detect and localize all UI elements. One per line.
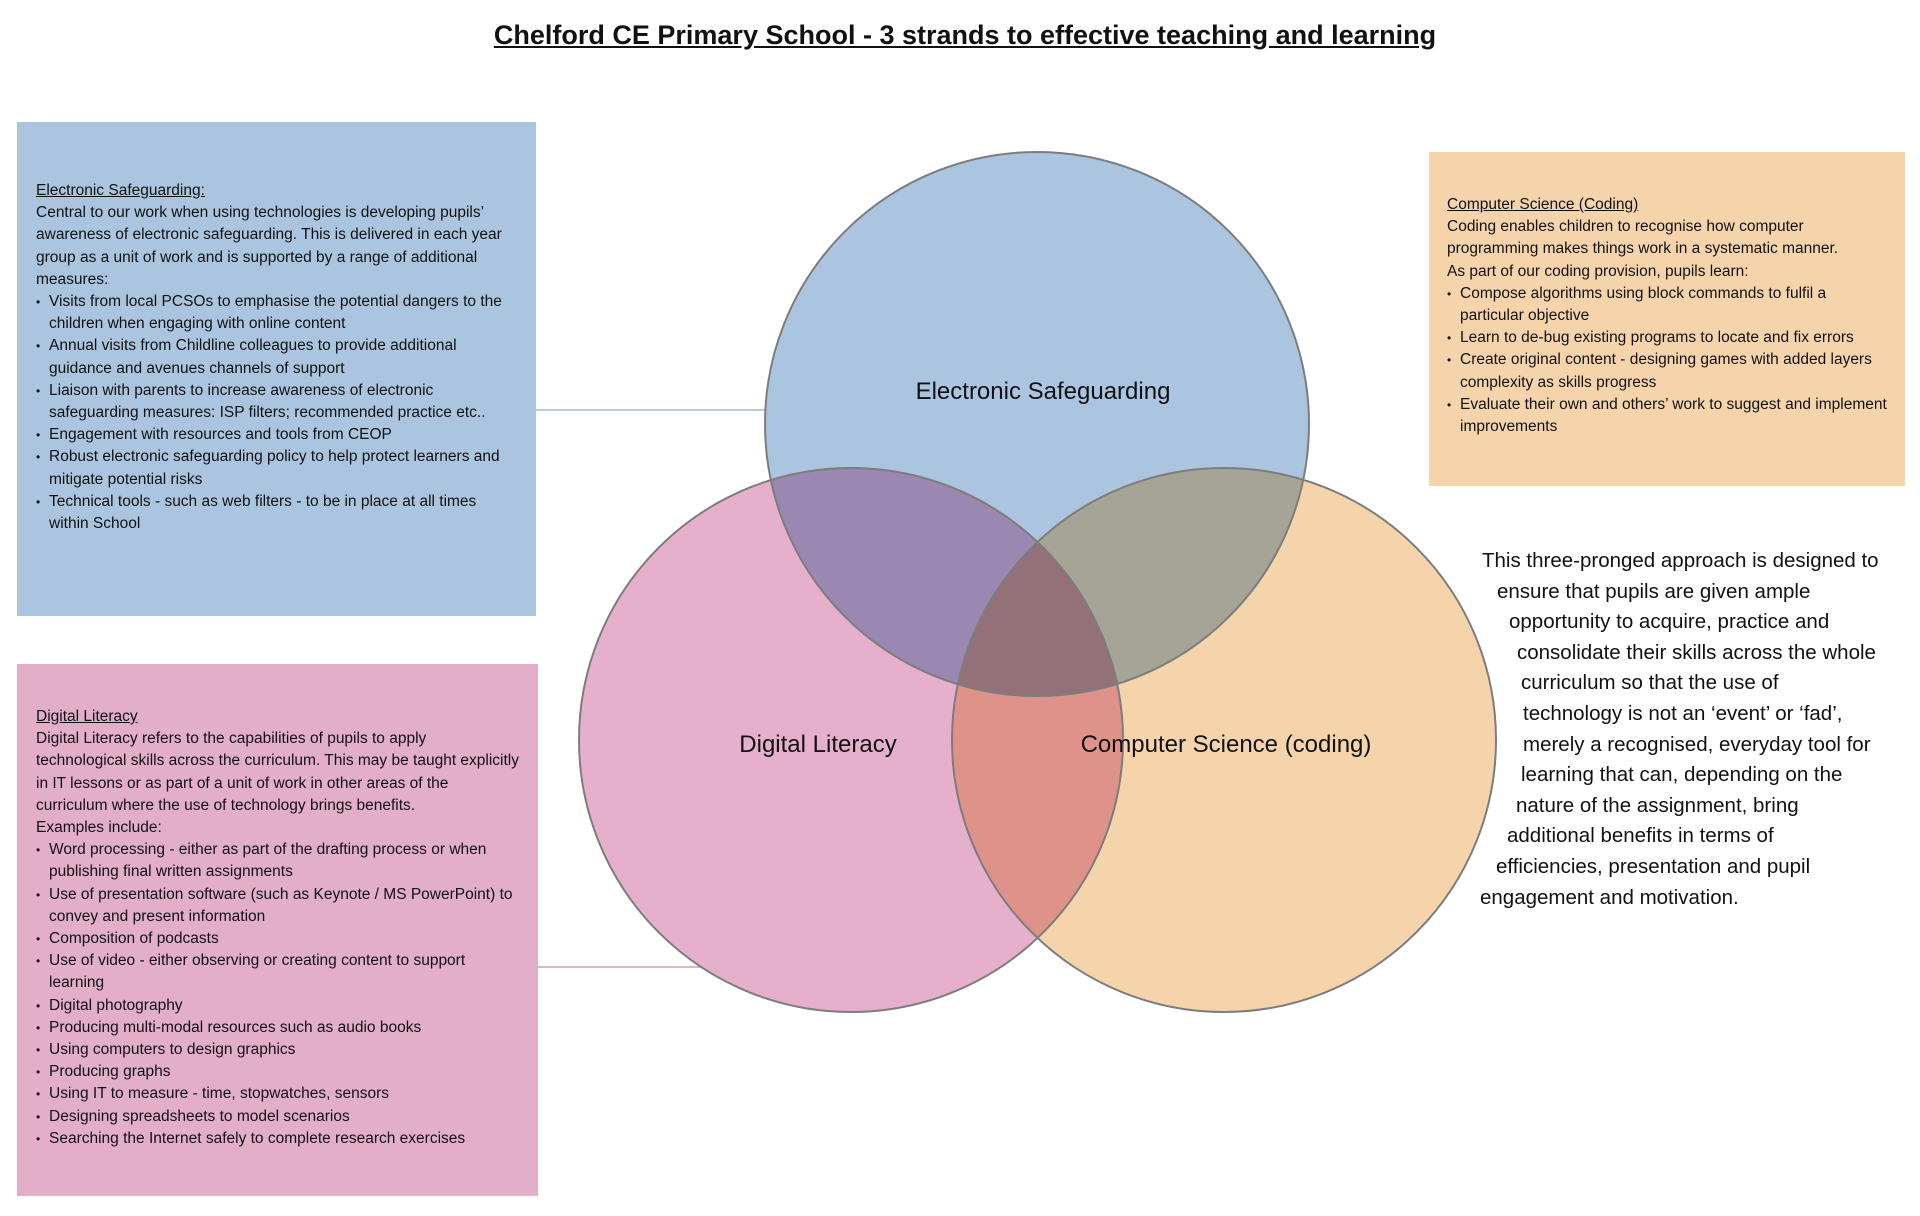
literacy-circle [579,468,1123,1012]
summary-line: nature of the assignment, bring [1516,793,1799,817]
coding-circle [952,468,1496,1012]
summary-line: curriculum so that the use of [1521,671,1779,695]
coding-intro-2: As part of our coding provision, pupils … [1447,262,1749,280]
summary-line: consolidate their skills across the whol… [1517,640,1876,664]
list-item: Robust electronic safeguarding policy to… [36,446,518,490]
coding-label: Computer Science (coding) [1080,731,1372,758]
summary-line: ensure that pupils are given ample [1497,579,1811,603]
list-item: Digital photography [36,995,520,1017]
summary-line: merely a recognised, everyday tool for [1523,732,1871,756]
list-item: Designing spreadsheets to model scenario… [36,1106,520,1128]
literacy-box: Digital Literacy Digital Literacy refers… [17,664,538,1196]
literacy-label: Digital Literacy [739,731,897,758]
safeguarding-box: Electronic Safeguarding: Central to our … [17,122,536,616]
list-item: Visits from local PCSOs to emphasise the… [36,291,518,335]
summary-line: This three-pronged approach is designed … [1482,549,1879,572]
summary-paragraph: This three-pronged approach is designed … [0,546,1879,913]
list-item: Compose algorithms using block commands … [1447,283,1891,327]
summary-line: learning that can, depending on the [1521,763,1843,787]
summary-line: additional benefits in terms of [1507,824,1774,848]
list-item: Annual visits from Childline colleagues … [36,335,518,379]
list-item: Learn to de-bug existing programs to loc… [1447,327,1891,349]
summary-line: technology is not an ‘event’ or ‘fad’, [1523,701,1843,725]
list-item: Producing graphs [36,1061,520,1083]
coding-list: Compose algorithms using block commands … [1447,283,1891,438]
safeguarding-list: Visits from local PCSOs to emphasise the… [36,291,518,535]
summary-line: efficiencies, presentation and pupil [1496,854,1811,878]
list-item: Engagement with resources and tools from… [36,424,518,446]
summary-line: opportunity to acquire, practice and [1509,610,1830,634]
safeguarding-intro: Central to our work when using technolog… [36,204,502,288]
safeguarding-heading: Electronic Safeguarding: [36,182,205,199]
list-item: Using IT to measure - time, stopwatches,… [36,1083,520,1105]
coding-intro: Coding enables children to recognise how… [1447,218,1839,258]
list-item: Word processing - either as part of the … [36,839,520,883]
examples-label: Examples include: [36,819,162,837]
list-item: Composition of podcasts [36,928,520,950]
list-item: Create original content - designing game… [1447,349,1891,393]
literacy-heading: Digital Literacy [36,708,138,725]
safeguarding-label: Electronic Safeguarding [915,378,1171,405]
list-item: Using computers to design graphics [36,1039,520,1061]
list-item: Use of presentation software (such as Ke… [36,884,520,928]
list-item: Searching the Internet safely to complet… [36,1128,520,1150]
list-item: Producing multi-modal resources such as … [36,1017,520,1039]
list-item: Evaluate their own and others’ work to s… [1447,394,1891,438]
coding-heading: Computer Science (Coding) [1447,196,1639,213]
literacy-list: Word processing - either as part of the … [36,839,520,1150]
list-item: Liaison with parents to increase awarene… [36,380,518,424]
summary-line: engagement and motivation. [1480,885,1739,909]
literacy-intro: Digital Literacy refers to the capabilit… [36,730,519,814]
coding-box: Computer Science (Coding) Coding enables… [1429,152,1905,486]
list-item: Use of video - either observing or creat… [36,950,520,994]
list-item: Technical tools - such as web filters - … [36,491,518,535]
page-title: Chelford CE Primary School - 3 strands t… [493,20,1437,50]
